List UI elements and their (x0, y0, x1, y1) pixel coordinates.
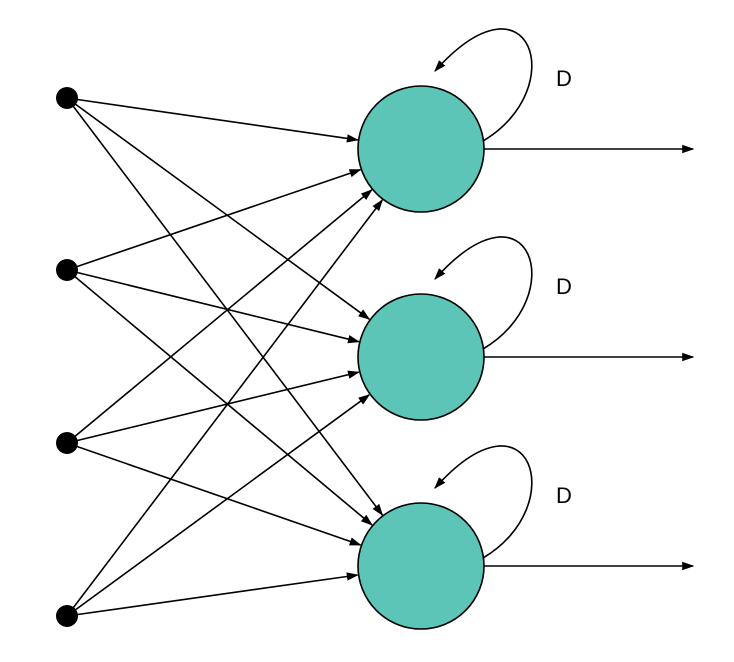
feedback-loop-arrow-1 (434, 28, 533, 142)
connection-arrow-1-2 (66, 97, 371, 320)
connection-arrow-2-1 (66, 168, 362, 271)
neuron-3 (357, 502, 485, 630)
connection-arrow-3-1 (66, 189, 373, 444)
connections (66, 97, 384, 617)
delay-label-2: D (556, 274, 572, 299)
delay-label-1: D (556, 66, 572, 91)
connection-arrow-3-2 (66, 370, 360, 444)
input-node-2 (56, 259, 78, 281)
neurons: D D D (357, 28, 695, 630)
connection-arrow-2-2 (66, 269, 360, 344)
input-node-3 (56, 432, 78, 454)
neuron-2 (357, 293, 485, 421)
feedback-loop-arrow-2 (434, 236, 533, 350)
input-node-1 (56, 87, 78, 109)
connection-arrow-4-3 (66, 572, 359, 617)
feedback-loop-arrow-3 (434, 445, 533, 559)
connection-arrow-2-3 (66, 269, 373, 526)
input-nodes (56, 87, 78, 627)
connection-arrow-4-1 (66, 199, 384, 617)
input-node-4 (56, 605, 78, 627)
connection-arrow-1-1 (66, 97, 359, 143)
neuron-1 (357, 85, 485, 213)
connection-arrow-3-3 (66, 442, 362, 546)
delay-label-3: D (556, 483, 572, 508)
connection-arrow-1-3 (66, 97, 384, 516)
connection-arrow-4-2 (66, 394, 371, 617)
